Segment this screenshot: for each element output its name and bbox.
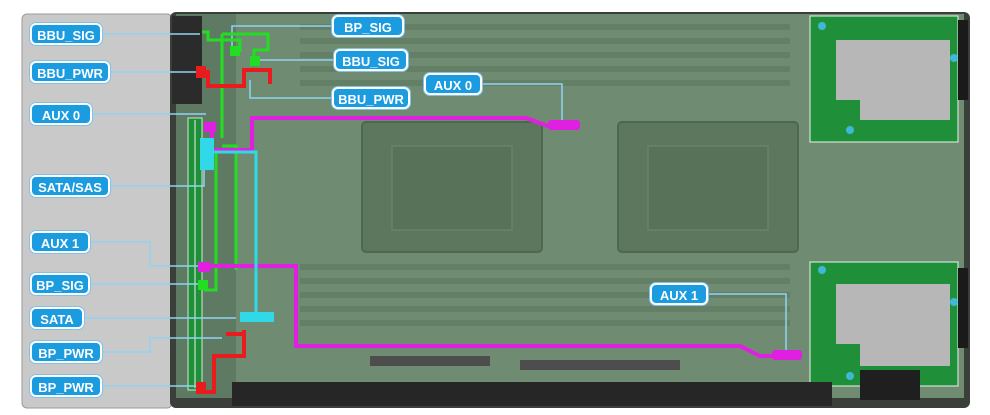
conn-sata-sas	[200, 138, 214, 170]
label-bp-pwr-upper: BP_PWR	[30, 341, 102, 363]
conn-aux0-left	[204, 122, 216, 132]
conn-aux0-board	[548, 120, 580, 130]
dimm-slots	[300, 24, 790, 326]
bottom-slot-1	[370, 356, 490, 366]
rear-connector-top	[958, 20, 968, 100]
label-aux1-board: AUX 1	[650, 283, 708, 305]
conn-red-1	[196, 66, 206, 78]
label-aux0-board: AUX 0	[424, 73, 482, 95]
riser-lower	[809, 261, 959, 387]
conn-sata	[240, 312, 274, 322]
cable-bp-sig-top	[222, 32, 270, 62]
label-bp-sig-top: BP_SIG	[332, 15, 404, 37]
cable-bbu-sig	[202, 30, 242, 52]
leader-lines	[82, 25, 787, 387]
riser-upper	[809, 15, 959, 143]
bottom-slot-2	[520, 360, 680, 370]
cable-green-trunk-b	[222, 144, 238, 270]
leader-aux0-board	[480, 83, 563, 120]
label-aux0-left: AUX 0	[30, 103, 92, 125]
conn-red-2	[196, 382, 206, 394]
bottom-connector-strip	[232, 382, 832, 406]
rear-connector-bottom	[958, 268, 968, 348]
cpu-socket-2-inner	[647, 145, 769, 231]
cable-bp-pwr	[204, 330, 246, 394]
conn-aux1-left	[198, 262, 210, 272]
label-bbu-pwr-right: BBU_PWR	[332, 87, 410, 109]
bottom-right-block	[860, 370, 920, 400]
cpu-socket-1-inner	[391, 145, 513, 231]
conn-green-3	[198, 280, 208, 290]
cable-sata	[212, 150, 258, 316]
label-bbu-sig-right: BBU_SIG	[334, 49, 408, 71]
cable-bbu-pwr	[202, 68, 272, 88]
cable-cyan	[212, 150, 258, 316]
conn-green-1	[230, 46, 240, 56]
leader-aux1-board	[706, 293, 787, 352]
cable-red	[202, 68, 272, 394]
label-bp-pwr-lower: BP_PWR	[30, 375, 102, 397]
conn-aux1-board	[772, 350, 802, 360]
leader-sata-sas	[108, 166, 205, 187]
label-bp-sig-left: BP_SIG	[30, 273, 90, 295]
label-bbu-sig-left: BBU_SIG	[30, 23, 102, 45]
leader-bp-pwr-upper	[100, 337, 222, 353]
label-sata-sas: SATA/SAS	[30, 175, 110, 197]
conn-green-2	[250, 56, 260, 66]
label-bbu-pwr-left: BBU_PWR	[30, 61, 110, 83]
label-sata: SATA	[30, 307, 84, 329]
cable-aux1	[204, 264, 796, 358]
label-aux1-left: AUX 1	[30, 231, 90, 253]
connector-block-top	[172, 16, 202, 104]
leader-aux1-left	[88, 241, 200, 267]
leader-bbu-pwr-right	[249, 80, 332, 99]
